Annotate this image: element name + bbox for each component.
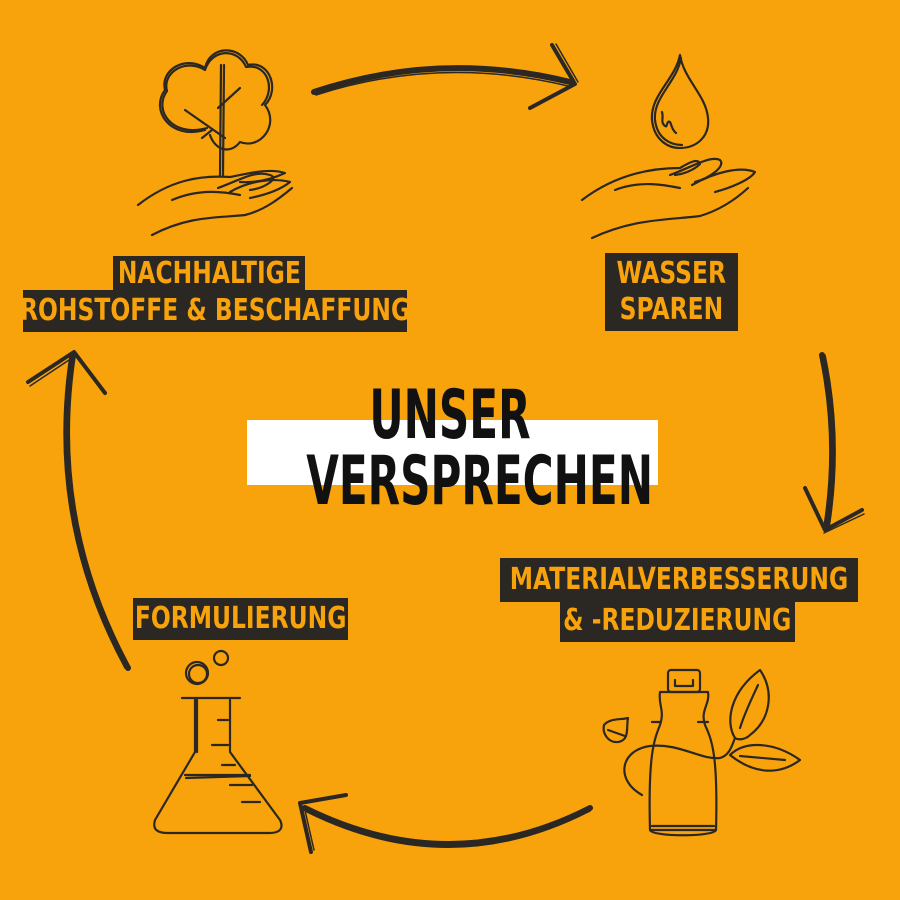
label-material-line1: MATERIALVERBESSERUNG xyxy=(500,558,858,602)
center-highlight-band xyxy=(247,420,658,485)
arrow-left-icon xyxy=(298,793,593,854)
bottle-with-leaves-icon xyxy=(602,668,802,837)
label-rohstoffe-line2: ROHSTOFFE & BESCHAFFUNG xyxy=(20,290,410,332)
tree-in-hand-icon xyxy=(136,49,294,237)
label-rohstoffe-line1: NACHHALTIGE xyxy=(113,256,305,292)
label-wasser-line1: WASSER xyxy=(616,256,727,291)
water-drop-in-hand-icon xyxy=(580,53,757,240)
center-title-line1: UNSER xyxy=(369,376,531,455)
arrow-right-icon xyxy=(311,43,579,110)
label-wasser: WASSER SPAREN xyxy=(605,253,738,331)
label-material-line2: & -REDUZIERUNG xyxy=(560,600,795,642)
arrow-up-icon xyxy=(26,350,131,671)
center-title-line2: VERSPRECHEN xyxy=(306,442,653,521)
label-wasser-line2: SPAREN xyxy=(619,292,724,327)
label-formulierung: FORMULIERUNG xyxy=(133,598,348,640)
lab-flask-icon xyxy=(153,649,283,835)
arrow-down-icon xyxy=(803,352,865,534)
